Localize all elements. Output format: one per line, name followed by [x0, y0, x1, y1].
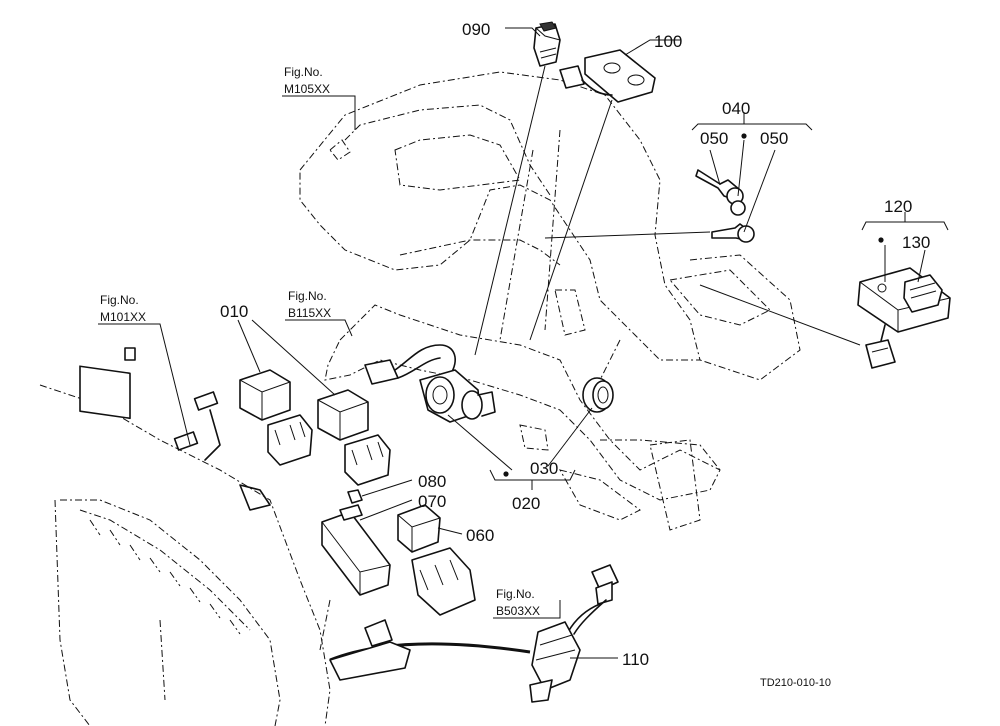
lighter-socket-030 — [364, 344, 496, 423]
bracket-dot — [878, 237, 884, 243]
drawing-code: TD210-010-10 — [760, 677, 831, 689]
switch-090 — [533, 21, 561, 67]
left-panel — [39, 347, 331, 726]
part-label-050-right: 050 — [760, 129, 788, 148]
part-label-120: 120 — [884, 197, 912, 216]
bolt-group — [173, 391, 271, 511]
part-label-020: 020 — [512, 494, 540, 513]
switch-100 — [559, 49, 656, 103]
flasher-070 — [321, 504, 391, 596]
part-label-040: 040 — [722, 99, 750, 118]
part-label-110: 110 — [622, 650, 649, 669]
switch-assembly-120 — [857, 267, 951, 369]
fig-ref-b115-label: Fig.No. — [288, 289, 327, 303]
fig-ref-m101-code: M101XX — [100, 310, 146, 324]
key-set-040 — [695, 169, 755, 243]
relay-010-right — [317, 389, 391, 486]
part-label-100: 100 — [654, 32, 682, 51]
fig-ref-m105-label: Fig.No. — [284, 65, 323, 79]
fig-ref-m105-code: M105XX — [284, 82, 330, 96]
part-label-050-left: 050 — [700, 129, 728, 148]
part-label-090: 090 — [462, 20, 490, 39]
nut-080 — [347, 489, 363, 504]
dashboard-cover — [299, 71, 801, 381]
fig-ref-m101-label: Fig.No. — [100, 293, 139, 307]
relay-060 — [397, 504, 476, 616]
bracket-dot — [503, 471, 509, 477]
sensor-110 — [329, 564, 619, 703]
part-label-030: 030 — [530, 459, 558, 478]
bracket-dot — [741, 133, 747, 139]
part-label-130: 130 — [902, 233, 930, 252]
fig-ref-b503-code: B503XX — [496, 604, 540, 618]
part-label-070: 070 — [418, 492, 446, 511]
part-label-080: 080 — [418, 472, 446, 491]
part-label-060: 060 — [466, 526, 494, 545]
leader-lines — [98, 27, 949, 659]
part-label-010: 010 — [220, 302, 248, 321]
fig-ref-b115-code: B115XX — [288, 306, 331, 320]
fig-ref-b503-label: Fig.No. — [496, 587, 535, 601]
relay-010-left — [239, 369, 313, 466]
ring-nut — [582, 377, 614, 413]
